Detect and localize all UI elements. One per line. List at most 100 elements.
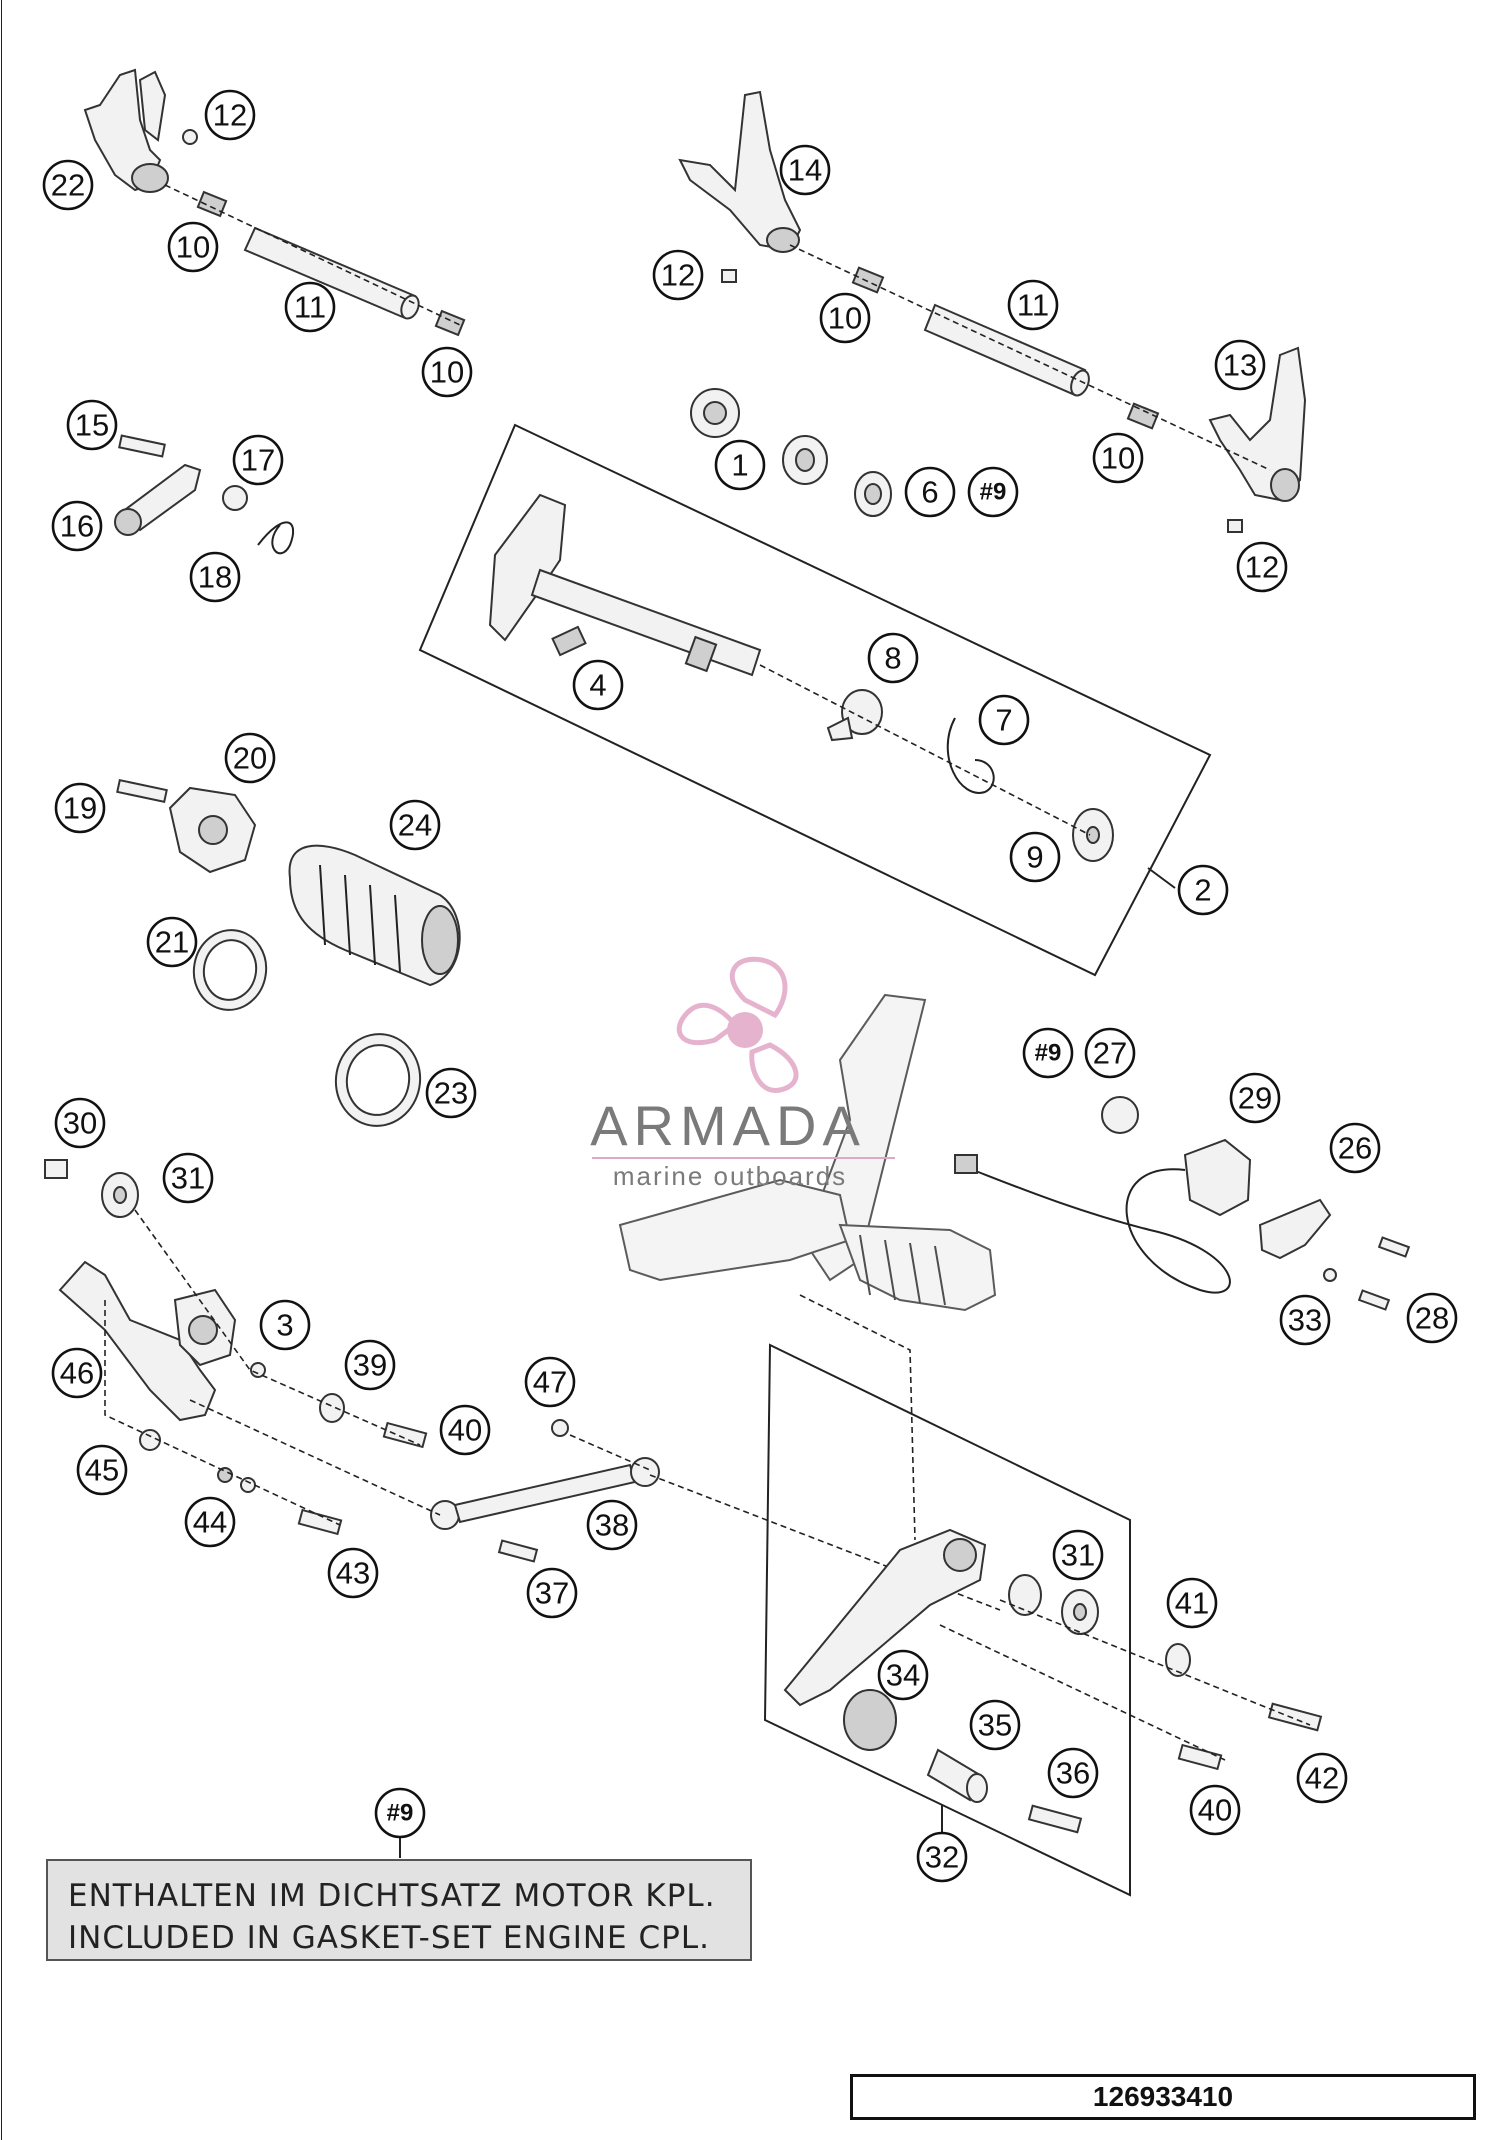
callout-27: 27 [1084, 1027, 1136, 1079]
svg-text:40: 40 [448, 1413, 482, 1448]
callout-10: 10 [819, 292, 871, 344]
callout-28: 28 [1406, 1292, 1458, 1344]
shift-shaft-kit-frame [418, 423, 1212, 977]
callout-9-hash: #9 [1022, 1027, 1074, 1079]
svg-text:19: 19 [63, 791, 97, 826]
callout-24: 24 [389, 799, 441, 851]
svg-text:47: 47 [533, 1365, 567, 1400]
callout-44: 44 [184, 1496, 236, 1548]
svg-text:30: 30 [63, 1106, 97, 1141]
bolt-37 [497, 1539, 539, 1563]
svg-text:31: 31 [171, 1161, 205, 1196]
svg-text:23: 23 [434, 1076, 468, 1111]
spring-34 [843, 1689, 897, 1751]
screw-15 [118, 434, 166, 458]
bushing-16 [114, 508, 142, 536]
spring-10-c [851, 266, 885, 294]
shift-shaft-4 [488, 493, 762, 677]
bolt-40b [1177, 1743, 1223, 1771]
svg-text:29: 29 [1238, 1081, 1272, 1116]
spring-10-d [1126, 402, 1160, 430]
nut-44a [217, 1467, 233, 1483]
svg-text:42: 42 [1305, 1761, 1339, 1796]
svg-text:12: 12 [661, 258, 695, 293]
washer-47 [551, 1419, 569, 1437]
bearing-1a [690, 388, 740, 438]
svg-text:3: 3 [276, 1308, 293, 1343]
washer-41 [1165, 1643, 1191, 1677]
pin-12-b [721, 269, 737, 283]
callout-26: 26 [1329, 1122, 1381, 1174]
bracket-26 [1258, 1198, 1332, 1260]
svg-text:7: 7 [995, 703, 1012, 738]
callout-20: 20 [224, 732, 276, 784]
nut-44b [240, 1477, 256, 1493]
callout-35: 35 [969, 1699, 1021, 1751]
callout-10: 10 [167, 221, 219, 273]
circlip-7 [946, 717, 995, 794]
callout-9-hash: #9 [374, 1787, 426, 1839]
svg-text:21: 21 [155, 925, 189, 960]
brand-tagline: marine outboards [613, 1161, 847, 1191]
svg-text:40: 40 [1198, 1793, 1232, 1828]
callout-2: 2 [1177, 864, 1229, 916]
sleeve-17 [222, 485, 248, 511]
callout-30: 30 [54, 1097, 106, 1149]
svg-text:12: 12 [1245, 550, 1279, 585]
svg-text:13: 13 [1223, 348, 1257, 383]
svg-text:10: 10 [828, 301, 862, 336]
screw-28-top [1377, 1236, 1411, 1258]
svg-text:44: 44 [193, 1505, 227, 1540]
callout-12: 12 [1236, 541, 1288, 593]
shift-drum-cam-20 [168, 786, 257, 874]
callout-42: 42 [1296, 1752, 1348, 1804]
callout-38: 38 [586, 1499, 638, 1551]
callout-8: 8 [867, 632, 919, 684]
shift-lever-32 [783, 1528, 987, 1707]
washer-9 [1072, 808, 1114, 862]
gear-sensor-29 [954, 1138, 1252, 1294]
bearing-21 [192, 929, 268, 1011]
svg-text:4: 4 [589, 668, 606, 703]
callout-41: 41 [1166, 1577, 1218, 1629]
svg-text:27: 27 [1093, 1036, 1127, 1071]
svg-text:32: 32 [925, 1840, 959, 1875]
bushing-8 [826, 689, 883, 742]
callout-11: 11 [1007, 279, 1059, 331]
svg-text:12: 12 [213, 98, 247, 133]
brand-name: ARMADA [590, 1094, 866, 1157]
gear-lever-46 [58, 1260, 237, 1422]
svg-text:10: 10 [430, 355, 464, 390]
svg-text:2: 2 [1194, 873, 1211, 908]
spring-10-b [434, 309, 466, 337]
callout-40: 40 [439, 1404, 491, 1456]
callout-22: 22 [42, 159, 94, 211]
armada-logo: ARMADA marine outboards [590, 956, 895, 1191]
washer-3 [250, 1362, 266, 1378]
seal-6 [854, 471, 892, 517]
shaft-11-b [923, 303, 1090, 397]
svg-text:22: 22 [51, 168, 85, 203]
svg-text:14: 14 [788, 153, 822, 188]
svg-text:#9: #9 [1035, 1040, 1062, 1067]
bolt-30 [44, 1159, 68, 1179]
bolt-43 [297, 1508, 343, 1536]
svg-text:18: 18 [198, 560, 232, 595]
callout-13: 13 [1214, 339, 1266, 391]
svg-text:10: 10 [176, 230, 210, 265]
bearing-1b [782, 435, 828, 485]
svg-text:6: 6 [921, 475, 938, 510]
shift-fork-14 [678, 90, 802, 253]
svg-text:1: 1 [731, 448, 748, 483]
callout-33: 33 [1279, 1294, 1331, 1346]
washer-33 [1323, 1268, 1337, 1282]
screw-19 [116, 778, 168, 804]
svg-text:9: 9 [1026, 840, 1043, 875]
svg-text:43: 43 [336, 1556, 370, 1591]
document-number: 126933410 [850, 2074, 1476, 2120]
shift-drum-24 [288, 844, 461, 987]
callout-17: 17 [232, 434, 284, 486]
callout-10: 10 [421, 346, 473, 398]
note-german: ENTHALTEN IM DICHTSATZ MOTOR KPL. [68, 1878, 716, 1914]
callout-37: 37 [526, 1567, 578, 1619]
